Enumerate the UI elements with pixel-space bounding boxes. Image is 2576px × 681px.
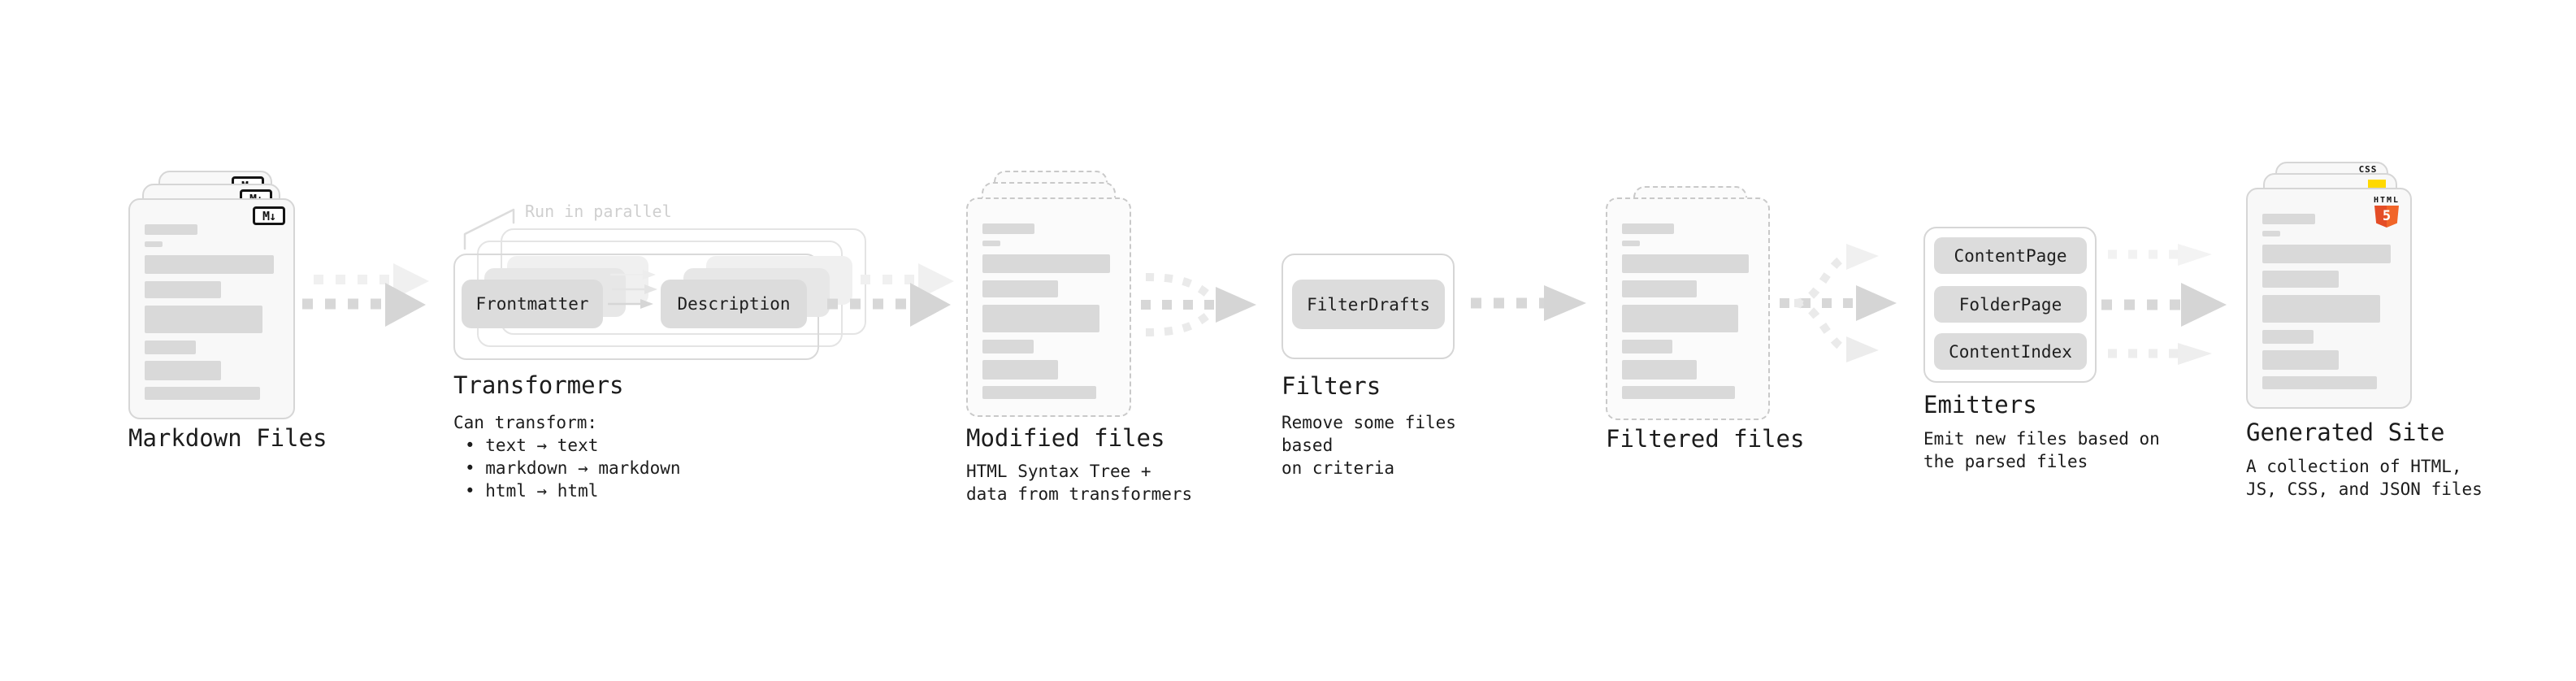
node-label: Generated Site [2246, 419, 2445, 446]
placeholder-bar [1622, 241, 1640, 246]
transform-bullet: • markdown → markdown [465, 458, 681, 478]
placeholder-bar [982, 280, 1058, 297]
flow-arrow-icon [1471, 285, 1586, 321]
flow-arrow-icon [827, 263, 954, 327]
placeholder-bar [2262, 295, 2380, 323]
placeholder-bar [982, 254, 1111, 273]
javascript-icon [2368, 180, 2386, 190]
placeholder-bar [982, 386, 1097, 399]
placeholder-bar [145, 281, 222, 298]
node-caption: HTML Syntax Tree + data from transformer… [966, 462, 1193, 504]
annotation-leader-line [463, 208, 515, 250]
placeholder-bar [982, 305, 1099, 332]
css3-label: CSS [2358, 164, 2378, 175]
node-modified-files: Modified files HTML Syntax Tree + data f… [966, 171, 1194, 520]
placeholder-bar [145, 387, 260, 400]
pill-contentindex: ContentIndex [1934, 333, 2087, 370]
transform-arrow-icon [612, 284, 657, 294]
placeholder-text-bars [1622, 223, 1759, 399]
placeholder-bar [1622, 340, 1673, 354]
placeholder-bar [2262, 330, 2314, 344]
placeholder-bar [2262, 245, 2392, 263]
placeholder-bar [145, 361, 222, 380]
node-caption: Remove some files based on criteria [1281, 413, 1456, 478]
placeholder-text-bars [982, 223, 1120, 399]
placeholder-bar [1622, 254, 1750, 273]
flow-arrow-icon [302, 263, 429, 327]
placeholder-bar [145, 255, 275, 274]
modified-file-card [966, 197, 1131, 417]
placeholder-bar [2262, 271, 2339, 288]
placeholder-bar [1622, 386, 1736, 399]
placeholder-bar [2262, 214, 2315, 224]
node-filtered-files: Filtered files [1606, 186, 1833, 479]
node-label: Emitters [1923, 391, 2037, 419]
placeholder-text-bars [145, 224, 284, 400]
transform-bullet: • text → text [465, 436, 599, 455]
placeholder-bar [145, 340, 197, 354]
placeholder-bar [1622, 223, 1674, 234]
node-label: Transformers [453, 371, 624, 399]
transform-bullet: • html → html [465, 481, 599, 501]
diverge-arrow-icon [1780, 244, 1897, 362]
placeholder-bar [982, 360, 1058, 380]
filtered-file-card [1606, 197, 1770, 420]
placeholder-bar [1622, 280, 1698, 297]
placeholder-bar [145, 224, 197, 235]
placeholder-bar [2262, 231, 2281, 236]
placeholder-bar [982, 241, 1000, 246]
placeholder-bar [145, 306, 263, 333]
html5-icon: HTML 5 [2373, 196, 2400, 228]
placeholder-bar [2262, 376, 2378, 389]
placeholder-bar [1622, 305, 1738, 332]
pill-description: Description [661, 280, 807, 328]
node-caption: A collection of HTML, JS, CSS, and JSON … [2246, 457, 2483, 499]
placeholder-bar [982, 223, 1035, 234]
fanout-arrow-icon [2101, 244, 2227, 365]
placeholder-bar [1622, 360, 1698, 380]
node-label: Filtered files [1606, 425, 1805, 453]
pill-folderpage: FolderPage [1934, 286, 2087, 323]
node-transformers: Run in parallel Frontmatter Description … [453, 200, 866, 525]
parallel-annotation: Run in parallel [525, 202, 672, 221]
node-caption: Can transform: [453, 413, 598, 432]
pill-frontmatter: Frontmatter [462, 280, 603, 328]
node-filters: FilterDrafts Filters Remove some files b… [1281, 254, 1509, 497]
node-label: Modified files [966, 424, 1165, 452]
transform-arrow-icon [608, 299, 653, 309]
node-generated-site: CSS HTML 5 Generated Site A collection o… [2246, 162, 2506, 511]
placeholder-bar [2262, 350, 2339, 370]
markdown-file-card: M↓ [128, 198, 295, 419]
converge-arrow-icon [1141, 273, 1256, 336]
pill-filterdrafts: FilterDrafts [1292, 280, 1445, 329]
transform-arrow-icon [610, 270, 656, 280]
node-label: Filters [1281, 372, 1381, 400]
node-caption: Emit new files based on the parsed files [1923, 429, 2160, 471]
markdown-icon: M↓ [253, 206, 285, 225]
node-label: Markdown Files [128, 424, 327, 452]
node-emitters: ContentPage FolderPage ContentIndex Emit… [1923, 227, 2167, 487]
placeholder-bar [145, 241, 163, 247]
node-markdown-files: M↓ M↓ M↓ Markdown Files [128, 171, 356, 512]
html5-number: 5 [2382, 208, 2392, 224]
placeholder-bar [982, 340, 1034, 354]
html5-shield: 5 [2374, 206, 2399, 228]
site-file-card: HTML 5 [2246, 188, 2412, 409]
html5-label: HTML [2373, 196, 2400, 205]
placeholder-text-bars [2262, 214, 2400, 389]
pill-contentpage: ContentPage [1934, 237, 2087, 274]
